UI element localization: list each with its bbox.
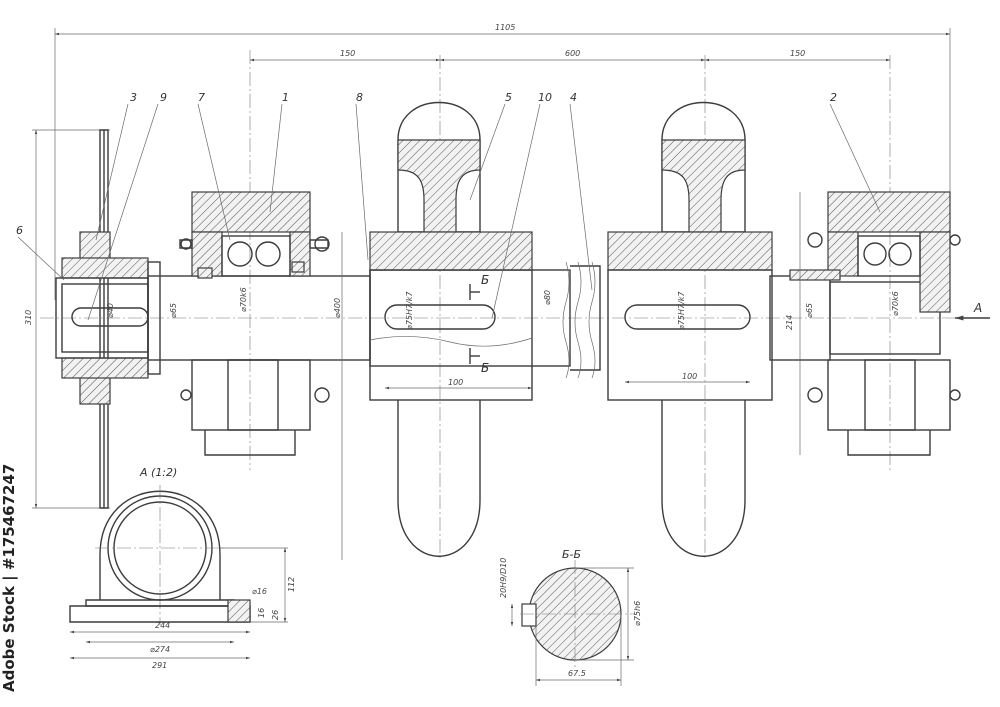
dim-right-span: 150 bbox=[790, 49, 805, 58]
part-number-3: 3 bbox=[130, 91, 137, 104]
drive-sprocket bbox=[55, 129, 161, 509]
dim-center-span: 600 bbox=[565, 49, 580, 58]
dim-dia-65-left: ⌀65 bbox=[169, 303, 178, 318]
left-bearing-housing bbox=[179, 191, 330, 456]
section-bb-depth: 67.5 bbox=[568, 669, 586, 678]
section-bb bbox=[510, 560, 635, 686]
dim-size-214: 214 bbox=[785, 315, 794, 330]
dim-left-span: 150 bbox=[340, 49, 355, 58]
dim-key-left: 100 bbox=[448, 378, 463, 387]
view-a-dim-16: 16 bbox=[257, 608, 266, 618]
part-number-6: 6 bbox=[16, 224, 23, 237]
dim-key-right: 100 bbox=[682, 372, 697, 381]
section-bb-dia: ⌀75h6 bbox=[633, 601, 642, 626]
dim-dia-75-left: ⌀75H7/k7 bbox=[405, 291, 414, 330]
part-number-10: 10 bbox=[538, 91, 552, 104]
part-number-2: 2 bbox=[830, 91, 837, 104]
part-leaders bbox=[17, 103, 881, 321]
dim-dia-65-right: ⌀65 bbox=[805, 303, 814, 318]
section-bb-key-width: 20H9/D10 bbox=[499, 558, 508, 598]
view-a-title: А (1:2) bbox=[139, 466, 177, 479]
view-arrow-a: А bbox=[973, 301, 982, 315]
part-number-4: 4 bbox=[570, 91, 577, 104]
dim-dia-80: ⌀80 bbox=[543, 290, 552, 305]
view-a bbox=[69, 485, 288, 660]
part-number-1: 1 bbox=[282, 91, 289, 104]
right-bearing-housing bbox=[789, 191, 961, 456]
view-a-dim-244: 244 bbox=[155, 621, 170, 630]
view-a-dim-112: 112 bbox=[287, 577, 296, 592]
top-dimensions bbox=[54, 28, 951, 300]
dim-dia-70-left: ⌀70k6 bbox=[239, 287, 248, 312]
part-number-9: 9 bbox=[160, 91, 167, 104]
section-mark-upper: Б bbox=[481, 273, 489, 287]
dim-dia-400: ⌀400 bbox=[333, 298, 342, 318]
view-a-dim-26: 26 bbox=[271, 610, 280, 620]
section-mark-lower: Б bbox=[481, 361, 489, 375]
view-a-dim-291: 291 bbox=[152, 661, 167, 670]
dim-dia-40: ⌀40 bbox=[106, 303, 115, 318]
dim-overall-length: 1105 bbox=[495, 23, 515, 32]
view-a-dim-16-dia: ⌀16 bbox=[252, 587, 267, 596]
left-wheel bbox=[369, 101, 533, 557]
dim-height-left: 310 bbox=[24, 310, 33, 325]
part-number-8: 8 bbox=[356, 91, 363, 104]
dim-dia-70-right: ⌀70k6 bbox=[891, 291, 900, 316]
stock-id-label: Adobe Stock | #175467247 bbox=[0, 464, 19, 692]
section-cut-marks bbox=[469, 284, 480, 364]
view-a-dim-274: ⌀274 bbox=[150, 645, 170, 654]
shaft-centerline bbox=[40, 50, 985, 560]
section-bb-title: Б-Б bbox=[562, 548, 581, 561]
part-number-5: 5 bbox=[505, 91, 512, 104]
right-wheel bbox=[607, 101, 773, 557]
dim-dia-75-right: ⌀75H7/k7 bbox=[677, 291, 686, 330]
part-number-7: 7 bbox=[198, 91, 205, 104]
